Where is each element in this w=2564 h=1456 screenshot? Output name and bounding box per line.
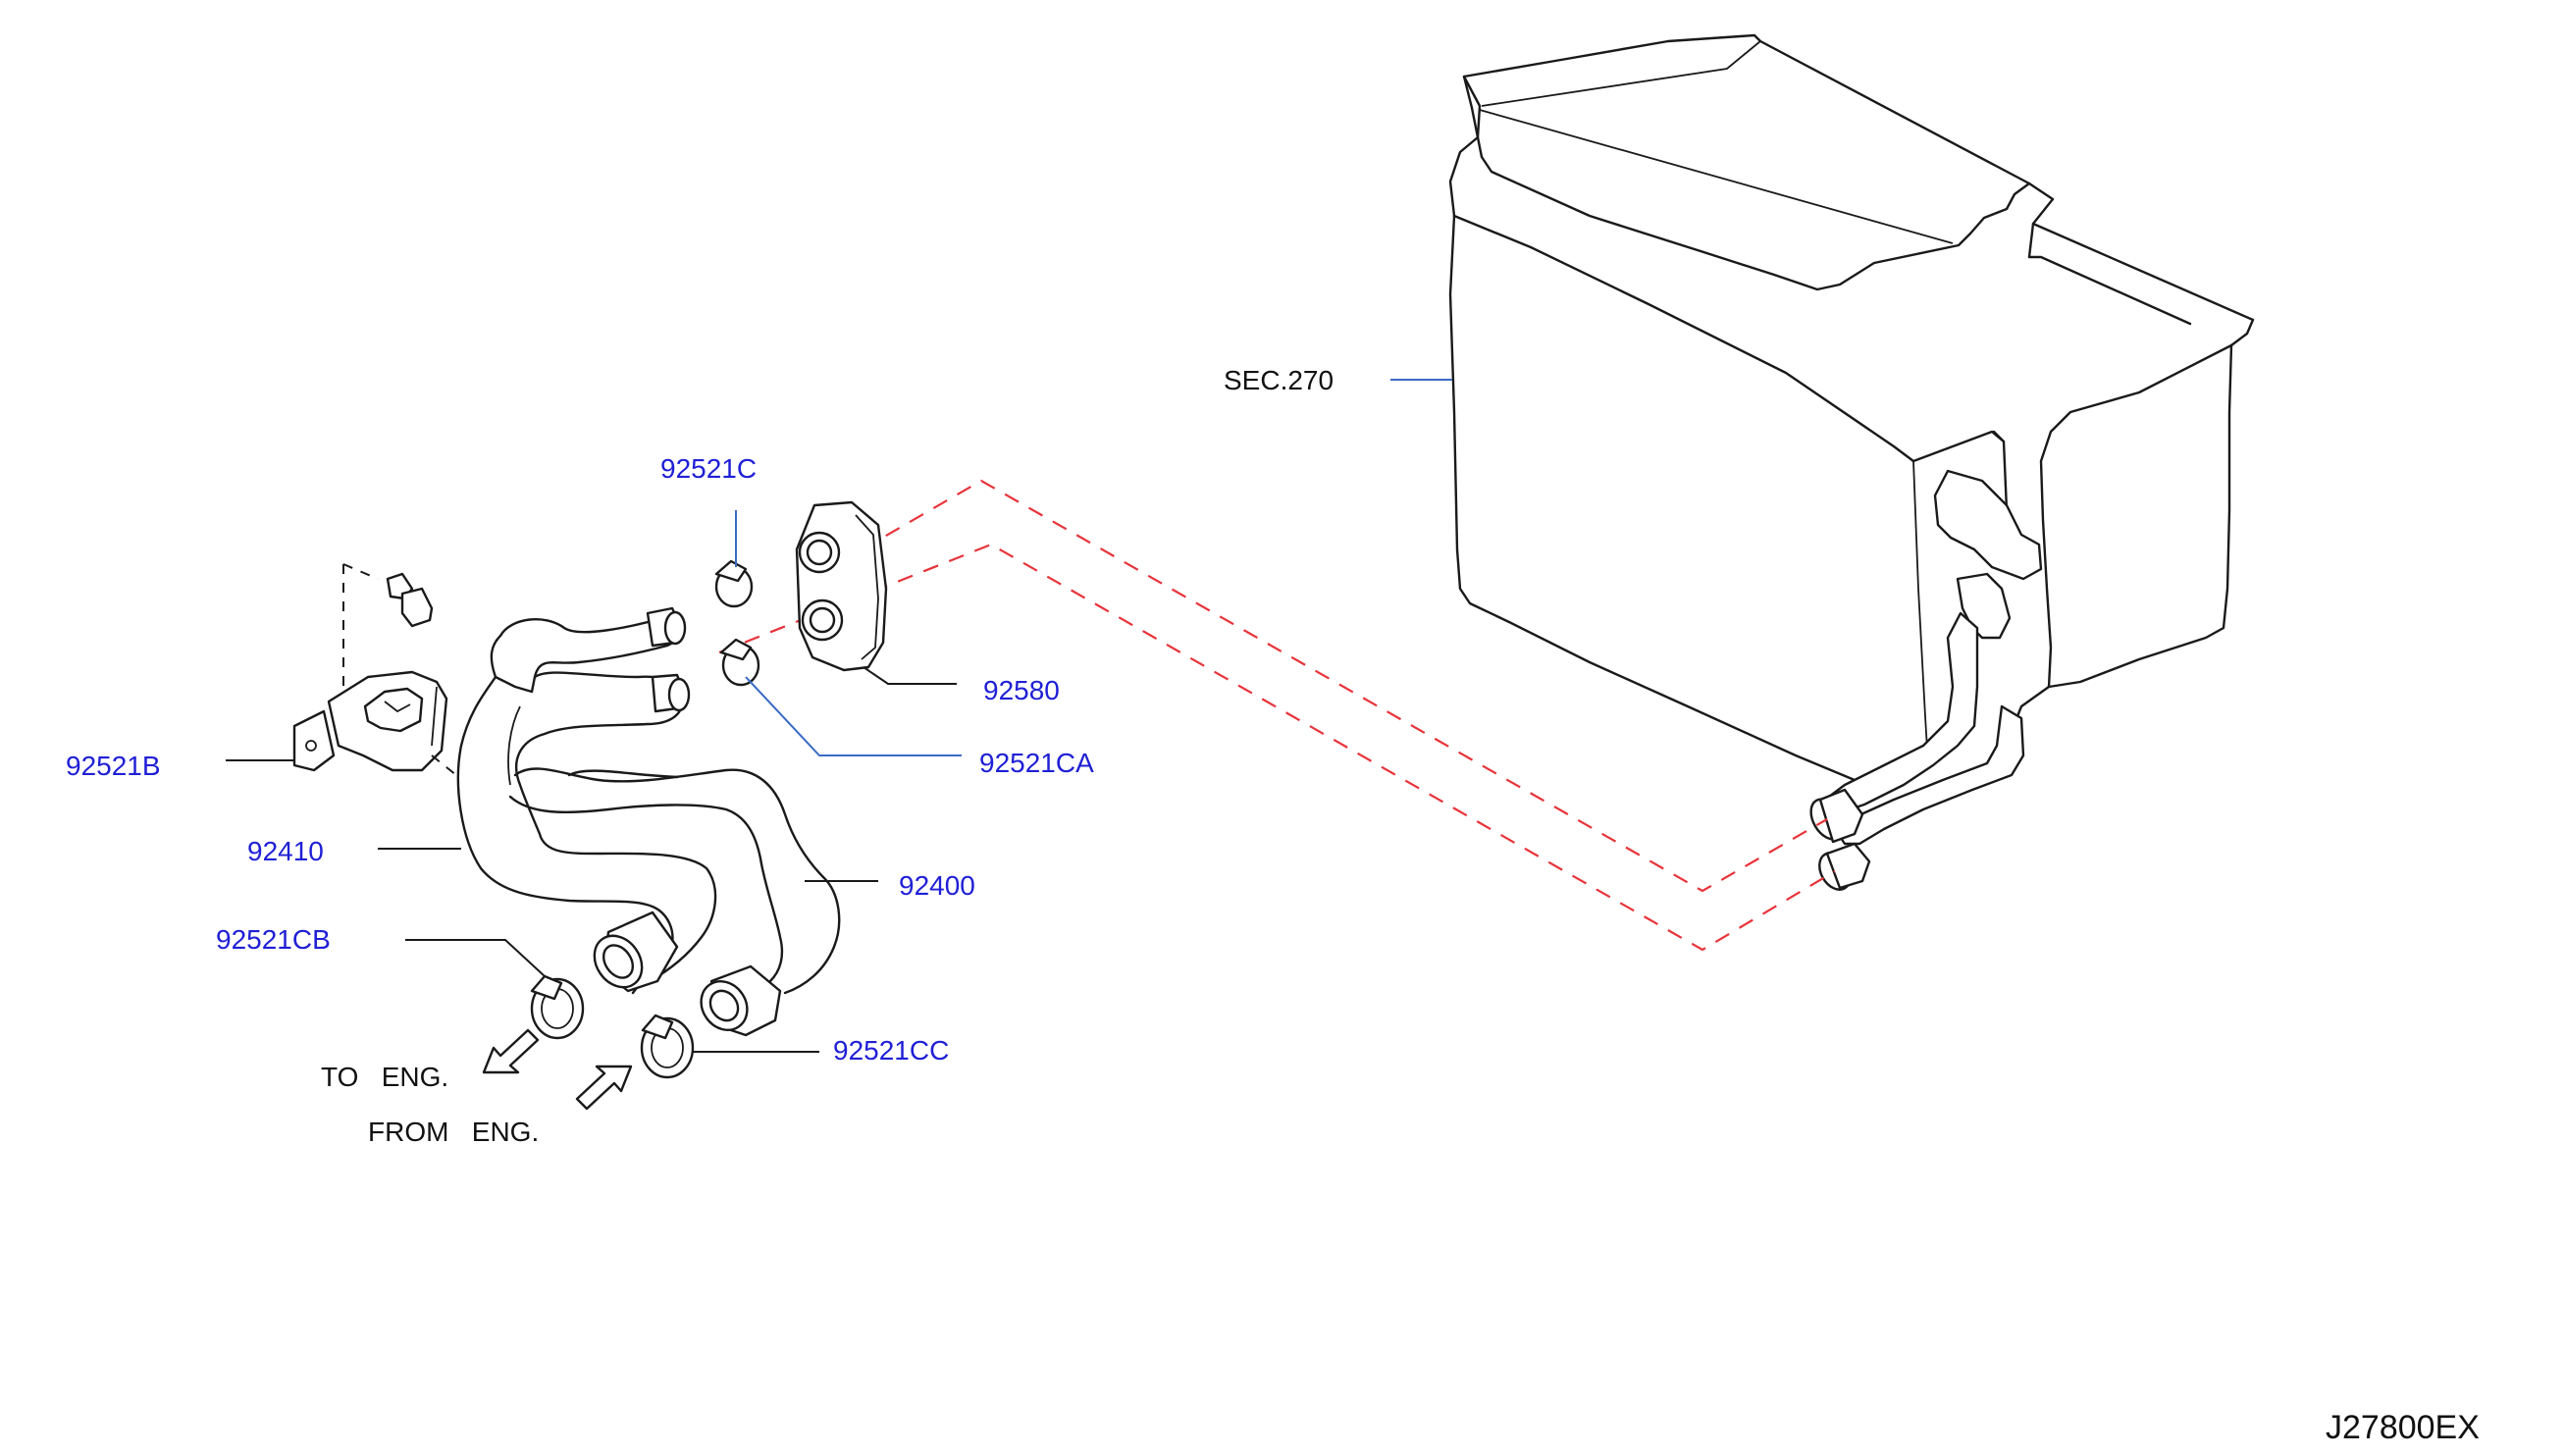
hose-92400 <box>508 767 841 995</box>
arrow-from-engine <box>575 1065 633 1111</box>
label-92521b[interactable]: 92521B <box>66 751 161 781</box>
label-sec270[interactable]: SEC.270 <box>1224 365 1334 395</box>
label-92521ca[interactable]: 92521CA <box>979 748 1094 778</box>
hose-upper-ends <box>646 606 691 713</box>
clamp-92521cc <box>640 1014 695 1079</box>
diagram-code: J27800EX <box>2326 1409 2480 1446</box>
clamp-92521cb <box>530 974 585 1040</box>
hose-end-92400 <box>700 964 782 1037</box>
label-to-engine: TO ENG. <box>321 1062 449 1092</box>
hose-end-92410 <box>593 910 679 993</box>
lower-dashed-centerline <box>718 543 1836 952</box>
label-92521c[interactable]: 92521C <box>660 453 758 484</box>
clamp-lower <box>719 638 760 687</box>
label-92410[interactable]: 92410 <box>247 836 324 866</box>
arrow-to-engine <box>482 1028 540 1074</box>
heater-unit <box>1448 33 2255 891</box>
label-92521cc[interactable]: 92521CC <box>833 1035 950 1066</box>
label-from-engine: FROM ENG. <box>368 1117 540 1147</box>
upper-dashed-centerline <box>813 479 1828 893</box>
bracket <box>292 670 457 776</box>
label-92400[interactable]: 92400 <box>899 870 975 901</box>
clamp-upper <box>714 559 754 608</box>
label-92521cb[interactable]: 92521CB <box>216 924 331 955</box>
grommet <box>795 500 888 672</box>
label-92580[interactable]: 92580 <box>983 675 1060 705</box>
